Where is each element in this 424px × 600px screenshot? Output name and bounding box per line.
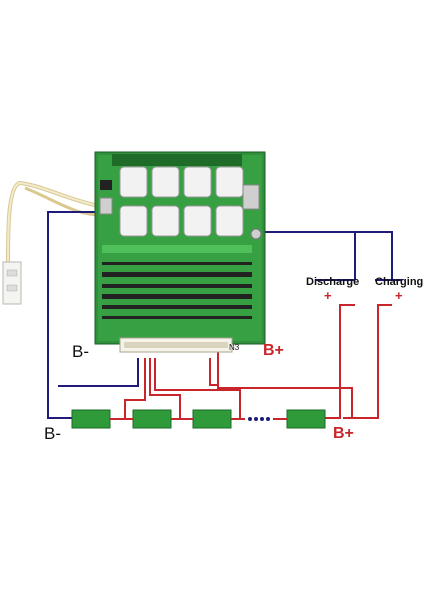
b-plus-cells-label: B+: [333, 425, 354, 442]
mosfet-row-top: [119, 166, 244, 198]
ellipsis-dots: [248, 417, 270, 421]
component-rows: [102, 262, 252, 319]
solder-pads: [102, 245, 252, 253]
temperature-sensor: [2, 180, 101, 305]
discharge-plus-sign: +: [324, 288, 332, 303]
discharge-label: Discharge: [306, 276, 360, 288]
negative-wiring: [47, 211, 402, 419]
b-plus-board-label: B+: [263, 342, 284, 359]
charging-plus-sign: +: [395, 288, 403, 303]
mosfet-row-bottom: [119, 205, 244, 237]
board-code-label: N3: [229, 343, 240, 352]
bms-board: [94, 151, 266, 345]
b-minus-board-label: B-: [72, 342, 89, 361]
battery-cells: [71, 409, 326, 429]
balance-and-positive-wiring: [124, 304, 392, 419]
b-minus-cells-label: B-: [44, 424, 61, 443]
charging-label: Charging: [375, 276, 424, 288]
balance-connector: [119, 337, 233, 353]
